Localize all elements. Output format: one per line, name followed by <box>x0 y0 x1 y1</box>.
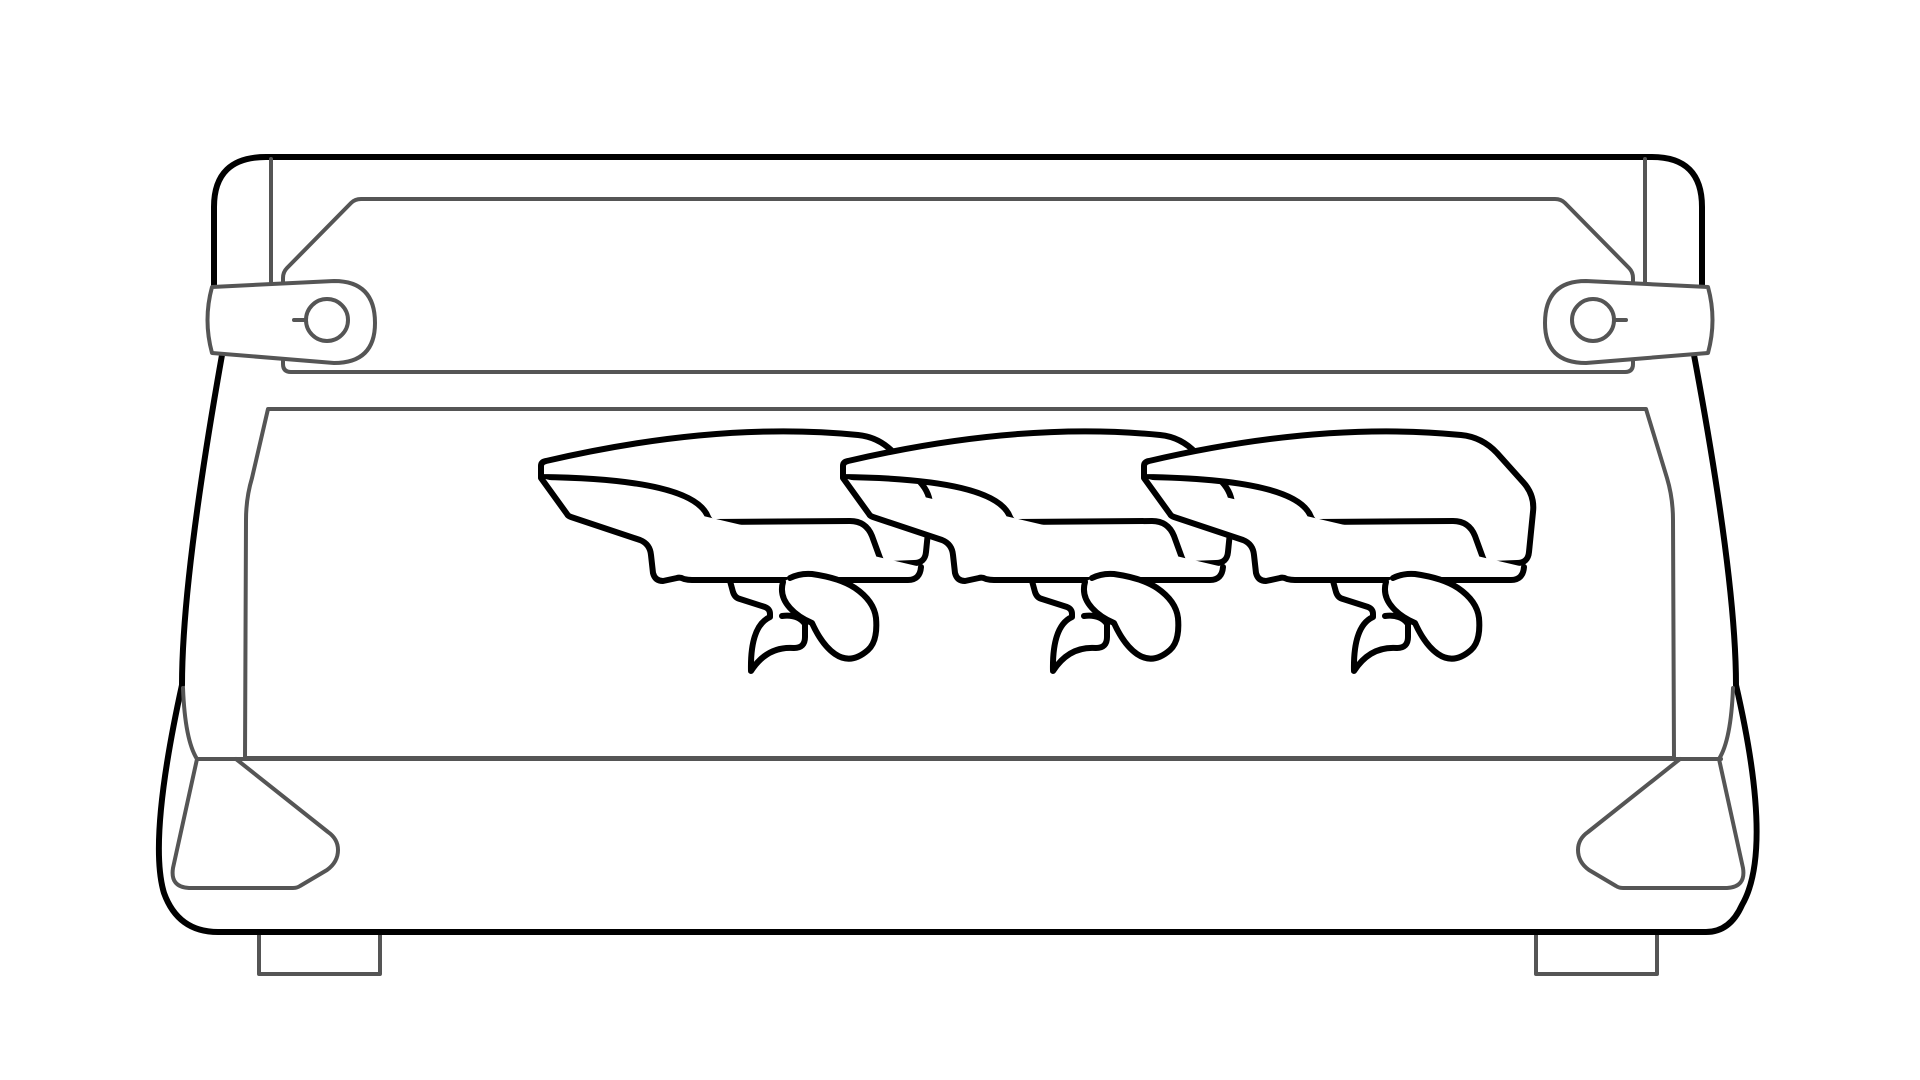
left-valve-knob-icon <box>304 297 350 343</box>
portafilter-spout <box>727 578 808 674</box>
right-valve-knob-icon <box>1570 297 1616 343</box>
cup-warmer-tray <box>281 197 1635 374</box>
drip-tray <box>170 686 1746 890</box>
cup-warmer-panel <box>269 157 1647 374</box>
right-lower-corner <box>1576 686 1746 890</box>
left-steam-valve <box>205 279 377 365</box>
group-head <box>538 428 934 674</box>
left-lower-corner <box>170 686 340 890</box>
right-steam-valve <box>1543 279 1715 365</box>
portafilter-handle <box>778 570 880 662</box>
